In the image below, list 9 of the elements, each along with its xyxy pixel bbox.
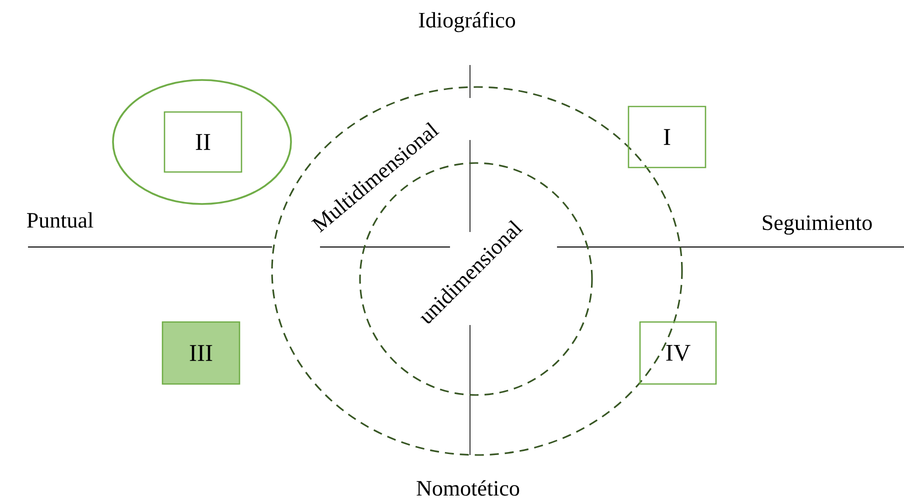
axis-label: Seguimiento xyxy=(762,215,872,235)
numeral-box: III xyxy=(162,321,240,385)
axis-label: Nomotético xyxy=(416,480,520,496)
numeral-box: I xyxy=(628,106,706,168)
highlight-ellipse xyxy=(112,79,292,205)
numeral-box: IV xyxy=(639,321,717,385)
axis-label: Idiográfico xyxy=(418,12,516,32)
axis-label: Puntual xyxy=(27,212,94,228)
numeral-box: II xyxy=(164,111,242,173)
